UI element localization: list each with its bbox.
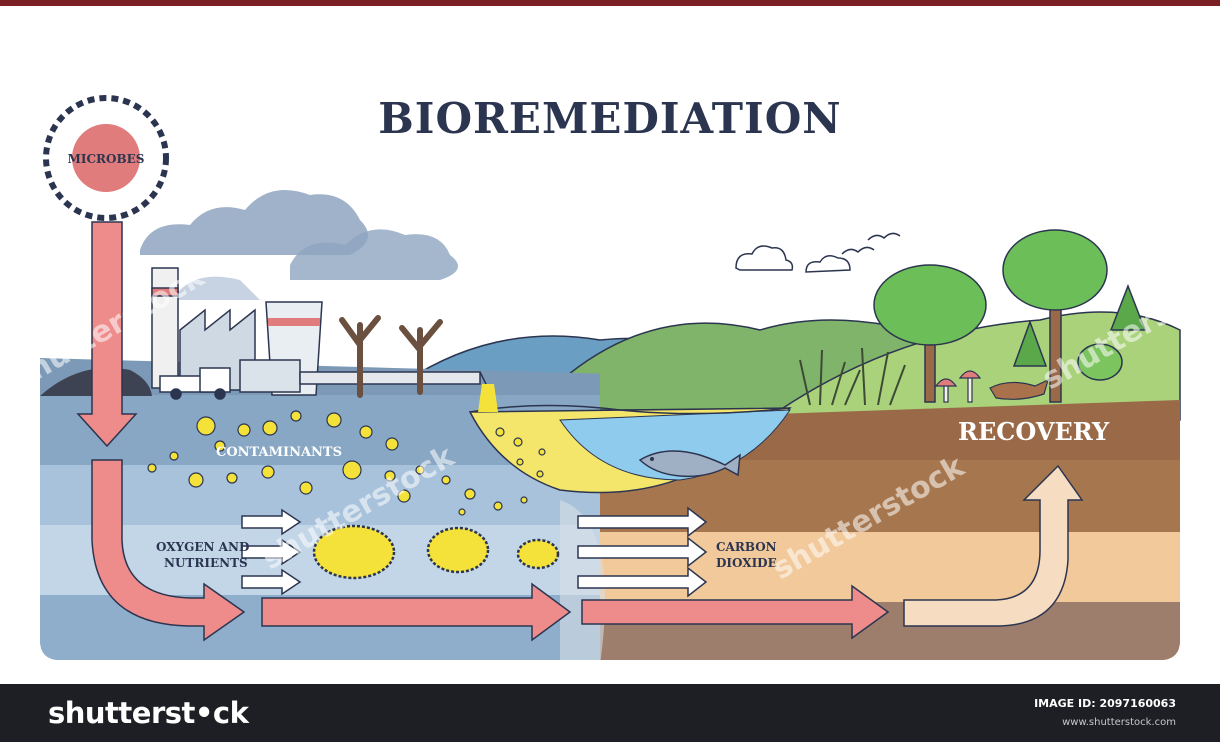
footer-bar: shutterst•ck IMAGE ID: 2097160063 www.sh… (0, 684, 1220, 742)
diagram-title: BIOREMEDIATION (0, 94, 1220, 143)
birds (842, 233, 900, 254)
image-id: IMAGE ID: 2097160063 (1034, 697, 1176, 710)
contaminants-label: CONTAMINANTS (216, 445, 342, 460)
carbon-label: CARBON (716, 540, 777, 554)
nutrients-label: NUTRIENTS (164, 556, 248, 570)
site-url[interactable]: www.shutterstock.com (1062, 717, 1176, 728)
sky-clouds (736, 246, 850, 272)
oxygen-label: OXYGEN AND (156, 540, 249, 554)
brand-logo: shutterst•ck (48, 696, 248, 730)
carbon-dioxide-arrows (578, 508, 706, 596)
recovery-label: RECOVERY (958, 417, 1110, 446)
microbes-label: MICROBES (68, 152, 145, 166)
